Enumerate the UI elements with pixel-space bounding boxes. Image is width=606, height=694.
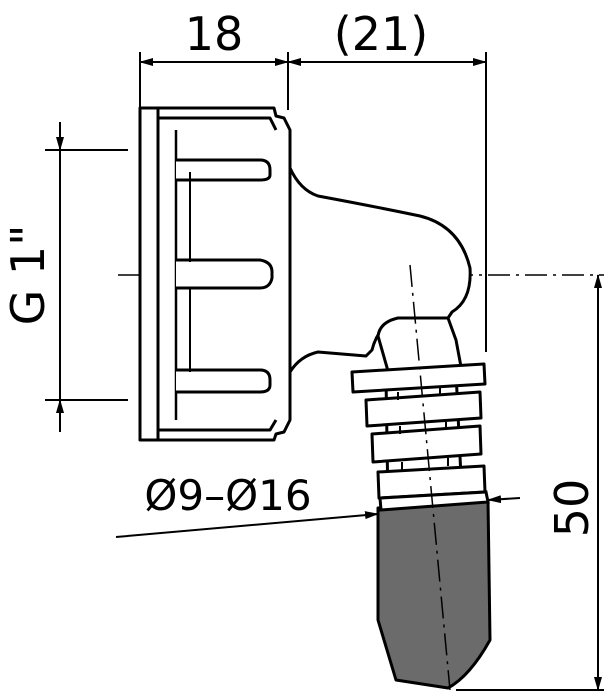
elbow-body	[288, 166, 472, 374]
dimension-label-hose-diameter: Ø9–Ø16	[144, 471, 311, 520]
elbow-spigot	[376, 316, 464, 380]
centerline-nozzle	[409, 264, 451, 691]
dimension-label-nut-width: 18	[185, 7, 244, 61]
dimension-hose-diameter	[115, 495, 521, 538]
dimension-height	[456, 274, 604, 691]
hose	[376, 498, 492, 690]
dimension-thread	[45, 122, 128, 432]
dimension-label-offset: (21)	[334, 7, 428, 61]
dimension-offset	[287, 52, 487, 352]
dimension-label-thread: G 1"	[1, 225, 55, 326]
dimension-label-height: 50	[545, 479, 599, 538]
union-nut	[138, 106, 292, 442]
hose-nozzle	[350, 362, 487, 506]
